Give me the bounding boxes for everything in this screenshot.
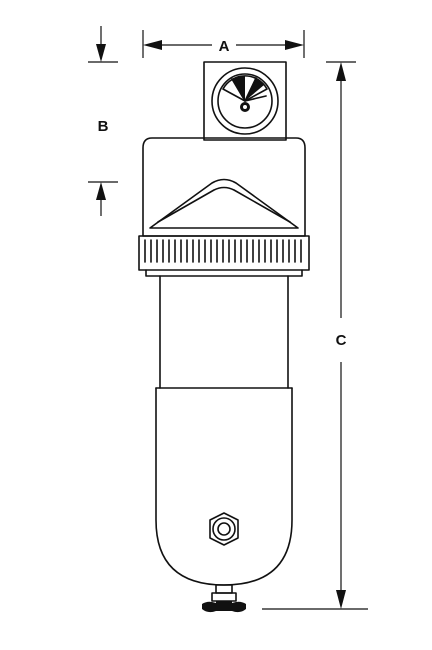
gauge-outer-ring: [211, 67, 279, 135]
drain-body: [211, 592, 237, 602]
dimension-a-label: A: [219, 38, 230, 55]
gauge-dial-sector-icon: [222, 75, 268, 102]
drain-wing-right-icon: [232, 601, 246, 613]
filter-head: [142, 137, 306, 237]
dimension-c: C: [262, 61, 368, 610]
drain-valve: [202, 584, 246, 613]
dimension-b-bottom-arrow-icon: [96, 182, 106, 200]
dimension-c-bottom-arrow-icon: [336, 590, 346, 609]
drain-wing-left-icon: [202, 601, 216, 613]
gauge-inner-ring: [217, 73, 273, 129]
filter-unit: [138, 61, 310, 613]
dimension-c-label: C: [336, 332, 347, 349]
dimension-a-right-arrow-icon: [285, 40, 304, 50]
collar-ring: [138, 235, 310, 271]
bowl-nut-center: [217, 522, 231, 536]
dimension-c-top-arrow-icon: [336, 62, 346, 81]
dimension-b-top-arrow-icon: [96, 44, 106, 62]
knurled-collar: [138, 235, 310, 277]
drain-wingnut-hub: [216, 601, 232, 611]
dimension-b-label: B: [98, 118, 109, 135]
head-triangle-inner: [157, 186, 291, 223]
collar-knurl-lines: [144, 239, 302, 263]
dimension-a-left-arrow-icon: [143, 40, 162, 50]
gauge-needle-icon: [244, 95, 267, 102]
head-triangle-window: [149, 178, 299, 229]
gauge-dial-divider-2: [244, 77, 257, 102]
gauge-hub-center: [243, 105, 247, 109]
pressure-gauge: [203, 61, 287, 141]
bowl-upper: [155, 275, 293, 389]
dimension-a: A: [142, 30, 305, 58]
bowl-lower-shell: [155, 387, 293, 586]
bowl-nut-icon: [209, 512, 239, 546]
bowl-lower: [155, 387, 293, 586]
collar-lower-lip: [145, 269, 303, 277]
bowl-nut-ring: [212, 517, 236, 541]
dimension-b: B: [88, 26, 118, 216]
gauge-housing: [203, 61, 287, 141]
drain-stem: [215, 584, 233, 594]
gauge-dial-segment-dark-2: [245, 78, 264, 101]
gauge-dial-divider-1: [231, 78, 246, 102]
